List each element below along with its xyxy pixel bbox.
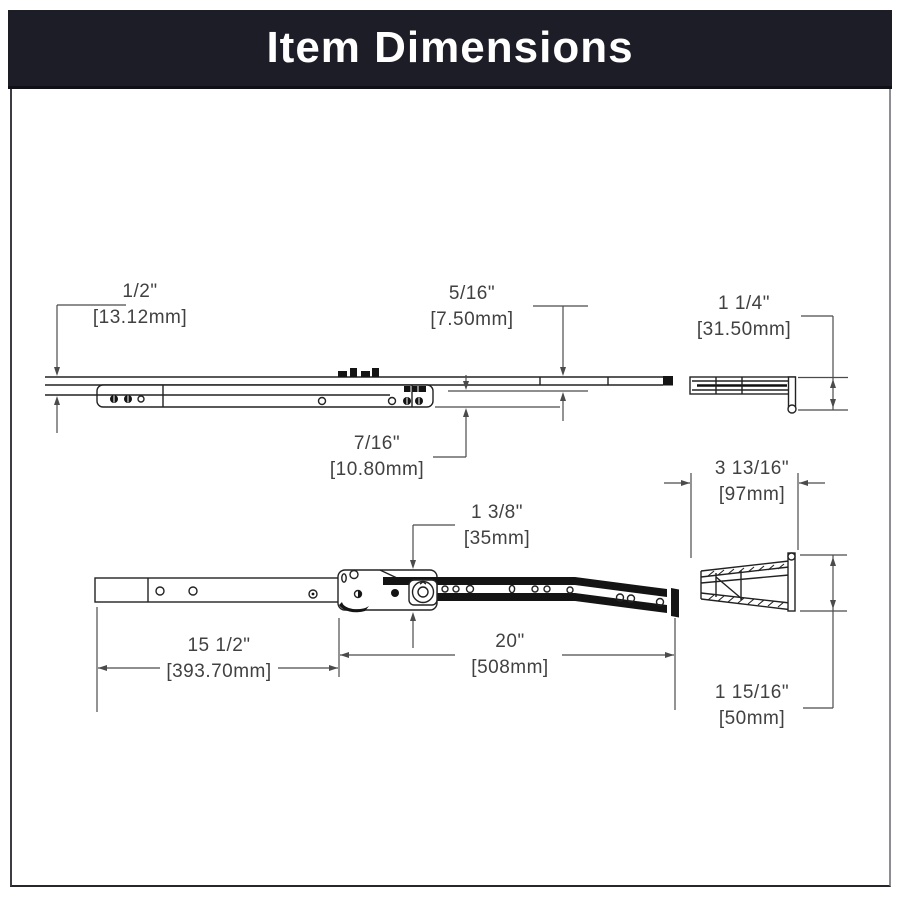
dim-label-top-middle: 5/16" [7.50mm] (430, 281, 513, 333)
dim-label-bottom-left: 15 1/2" [393.70mm] (166, 633, 271, 685)
bottom-side-view (94, 569, 679, 618)
dim-mm: [97mm] (718, 484, 786, 505)
header-banner: Item Dimensions (8, 10, 892, 89)
dim-label-bottom-center: 20" [508mm] (471, 629, 548, 681)
dim-inches: 3 13/16" (714, 458, 790, 479)
dim-inches: 1 1/4" (717, 293, 771, 314)
page-title: Item Dimensions (266, 23, 634, 72)
dim-mm: [13.12mm] (92, 307, 188, 328)
dim-inches: 15 1/2" (187, 635, 251, 656)
dim-mm: [7.50mm] (430, 309, 514, 330)
dim-label-mid-right: 3 13/16" [97mm] (715, 456, 789, 508)
dim-inches: 1/2" (122, 281, 158, 302)
dim-inches: 1 3/8" (470, 502, 524, 523)
dim-inches: 5/16" (448, 283, 496, 304)
dimension-lines (54, 304, 848, 712)
dim-label-bottom-right: 1 15/16" [50mm] (715, 680, 789, 732)
dim-inches: 1 15/16" (714, 682, 790, 703)
clip-detail (338, 368, 426, 392)
dim-mm: [508mm] (471, 657, 549, 678)
bottom-end-view (700, 552, 796, 612)
dim-label-center: 1 3/8" [35mm] (464, 500, 530, 552)
dim-inches: 7/16" (353, 433, 401, 454)
dim-label-top-left: 1/2" [13.12mm] (93, 279, 187, 331)
dim-mm: [10.80mm] (329, 459, 425, 480)
dim-inches: 20" (495, 631, 525, 652)
drawing-area (10, 88, 891, 887)
dim-label-top-right: 1 1/4" [31.50mm] (697, 291, 791, 343)
top-side-view (45, 368, 673, 408)
dim-mm: [35mm] (463, 528, 531, 549)
dim-mm: [393.70mm] (166, 661, 272, 682)
hatch-top (707, 563, 785, 577)
top-end-view (689, 376, 797, 414)
dim-mm: [31.50mm] (696, 319, 792, 340)
dim-label-mid-left: 7/16" [10.80mm] (330, 431, 424, 483)
hatch-bottom (707, 594, 785, 608)
dim-mm: [50mm] (718, 708, 786, 729)
